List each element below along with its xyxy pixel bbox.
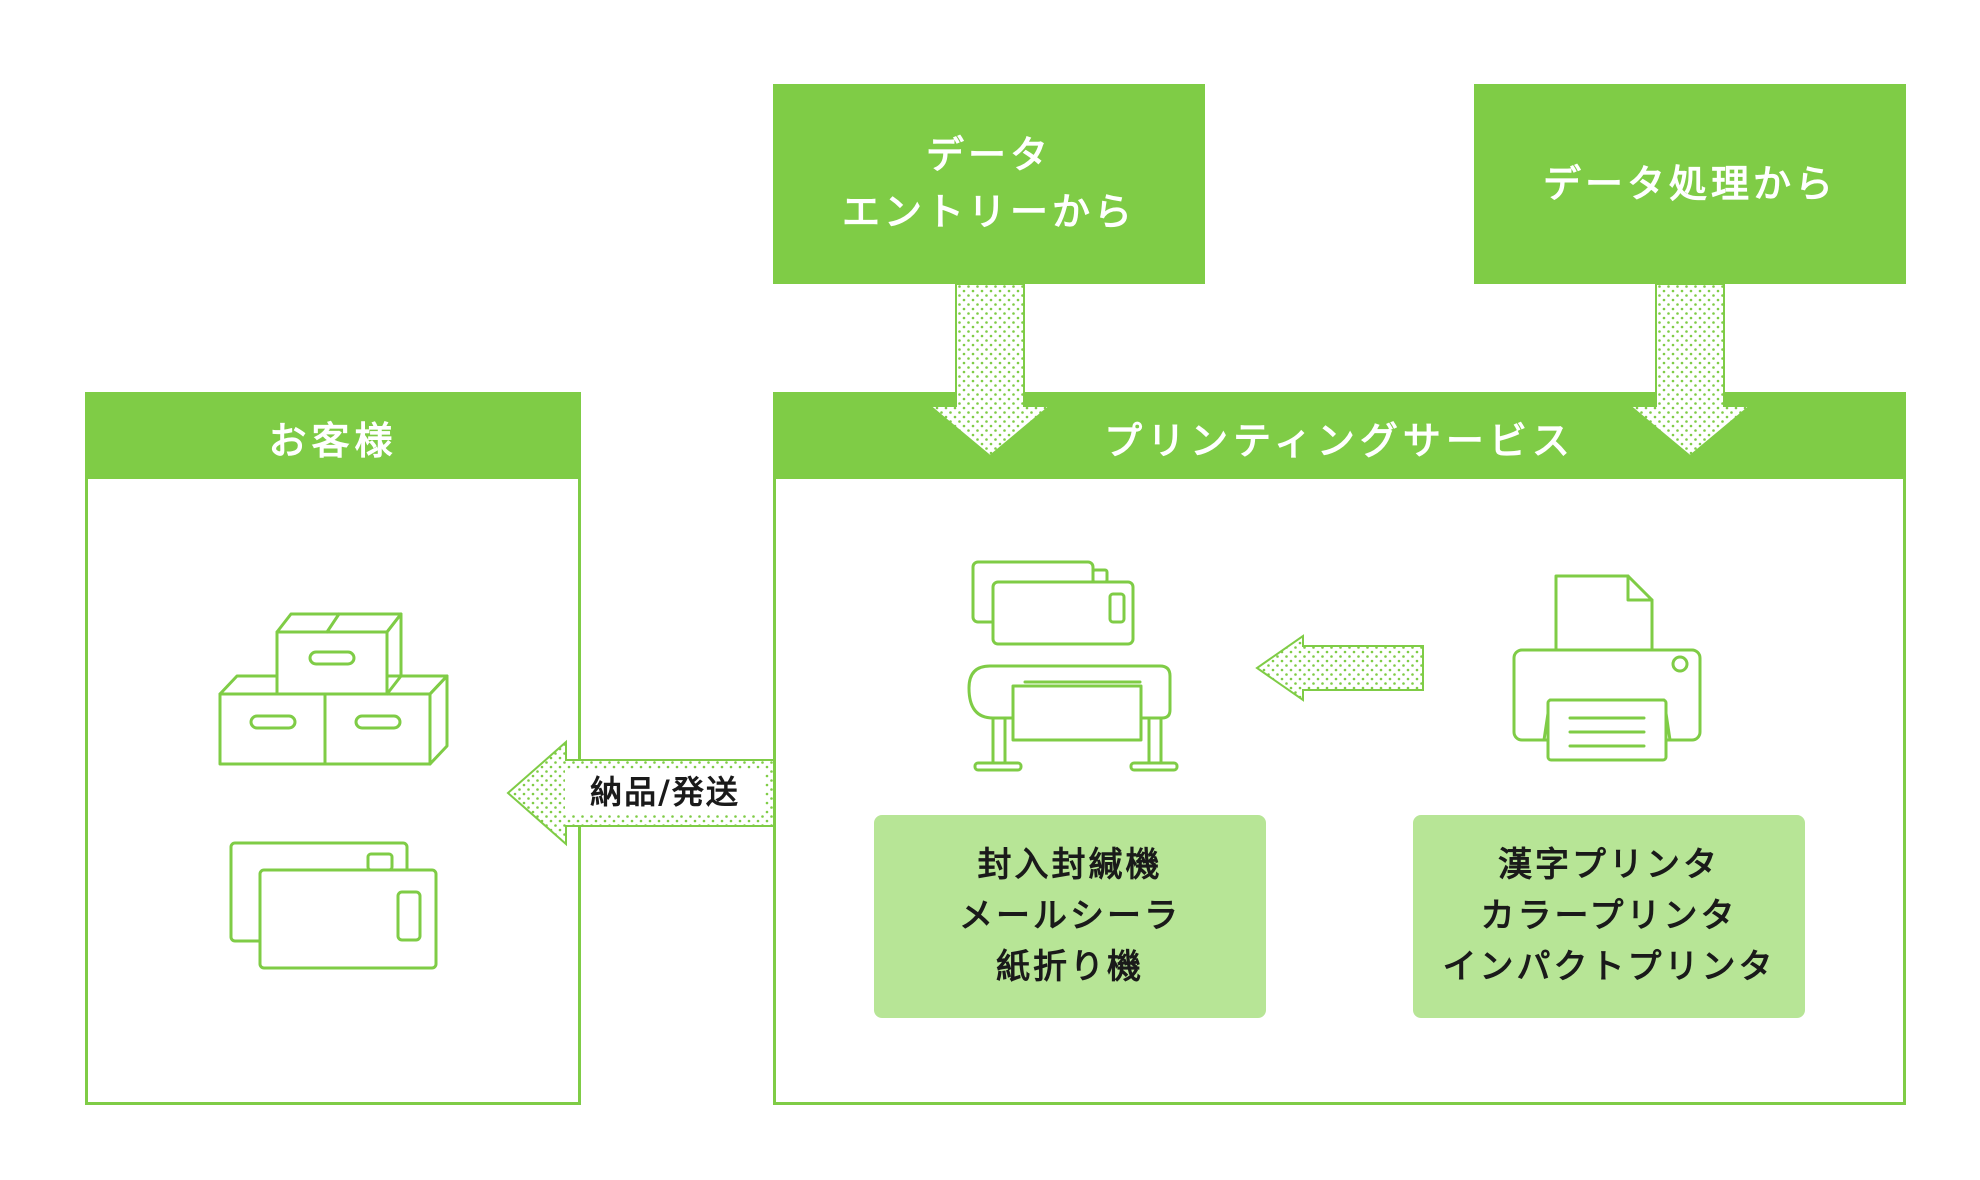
- equipment-item: インパクトプリンタ: [1442, 947, 1776, 987]
- source-data-processing: データ処理から: [1474, 84, 1906, 284]
- source-data-entry-line-1: データ: [925, 133, 1052, 177]
- equipment-item: 紙折り機: [996, 947, 1144, 987]
- equipment-item: 封入封緘機: [977, 845, 1163, 885]
- equipment-item: カラープリンタ: [1480, 896, 1738, 936]
- equipment-item: 漢字プリンタ: [1498, 845, 1720, 885]
- finishing-equipment-box: 封入封緘機 メールシーラ 紙折り機: [874, 815, 1266, 1018]
- customer-panel-title: お客様: [88, 395, 578, 479]
- equipment-item: メールシーラ: [959, 896, 1181, 936]
- arrow-down-from-data-entry: [927, 283, 1053, 458]
- arrow-printer-to-finisher: [1255, 634, 1424, 702]
- source-data-entry: データ エントリーから: [773, 84, 1205, 284]
- envelopes-icon: [229, 841, 438, 970]
- wide-format-printer-icon: [967, 560, 1179, 772]
- source-data-entry-line-2: エントリーから: [841, 190, 1136, 234]
- source-data-processing-label: データ処理から: [1542, 161, 1837, 206]
- delivery-arrow-label: 納品/発送: [565, 770, 765, 814]
- desktop-printer-icon: [1512, 574, 1702, 762]
- customer-panel: お客様: [85, 392, 581, 1105]
- arrow-down-from-data-processing: [1627, 283, 1753, 458]
- printer-equipment-box: 漢字プリンタ カラープリンタ インパクトプリンタ: [1413, 815, 1805, 1018]
- stacked-boxes-icon: [218, 612, 449, 766]
